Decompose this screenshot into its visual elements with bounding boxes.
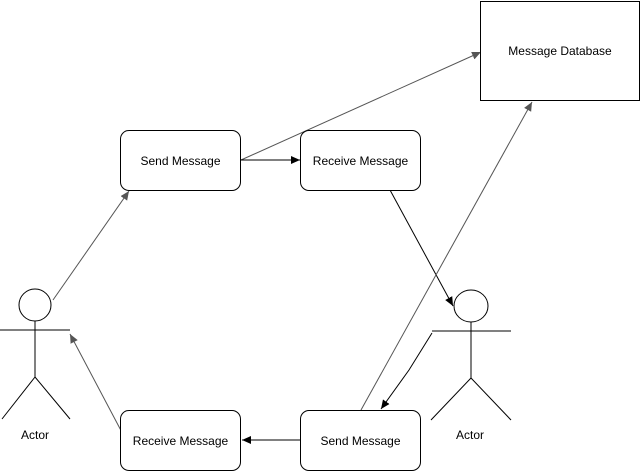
node-send-message-top-label: Send Message [140,153,221,168]
arrow-receive-bottom-to-actor-left [69,333,127,441]
node-receive-message-bottom[interactable]: Receive Message [120,410,241,471]
node-receive-message-bottom-label: Receive Message [132,433,229,448]
actor-left-leg-right [34,376,71,420]
node-send-message-bottom-label: Send Message [320,433,401,448]
node-message-database[interactable]: Message Database [480,1,640,101]
actor-left-leg-left [1,376,36,420]
actor-left-head [18,288,52,322]
node-send-message-top[interactable]: Send Message [120,130,241,191]
actor-right-head [453,289,489,323]
arrow-receive-top-to-actor-right [389,189,454,307]
arrow-actor-right-to-send-bottom [380,332,433,410]
node-receive-message-top[interactable]: Receive Message [300,130,421,191]
node-send-message-bottom[interactable]: Send Message [300,410,421,471]
actor-right-figure [430,289,512,421]
node-message-database-label: Message Database [508,44,612,58]
actor-left-figure [0,288,71,420]
arrow-send-top-to-database [240,51,482,161]
actor-right-leg-left [430,377,472,421]
node-receive-message-top-label: Receive Message [312,153,409,168]
actor-left-label: Actor [20,428,49,442]
arrow-send-bottom-to-database [360,101,533,411]
actor-right-leg-right [470,377,512,421]
actor-right-label: Actor [455,428,484,442]
arrow-actor-left-to-send-top [52,190,130,301]
